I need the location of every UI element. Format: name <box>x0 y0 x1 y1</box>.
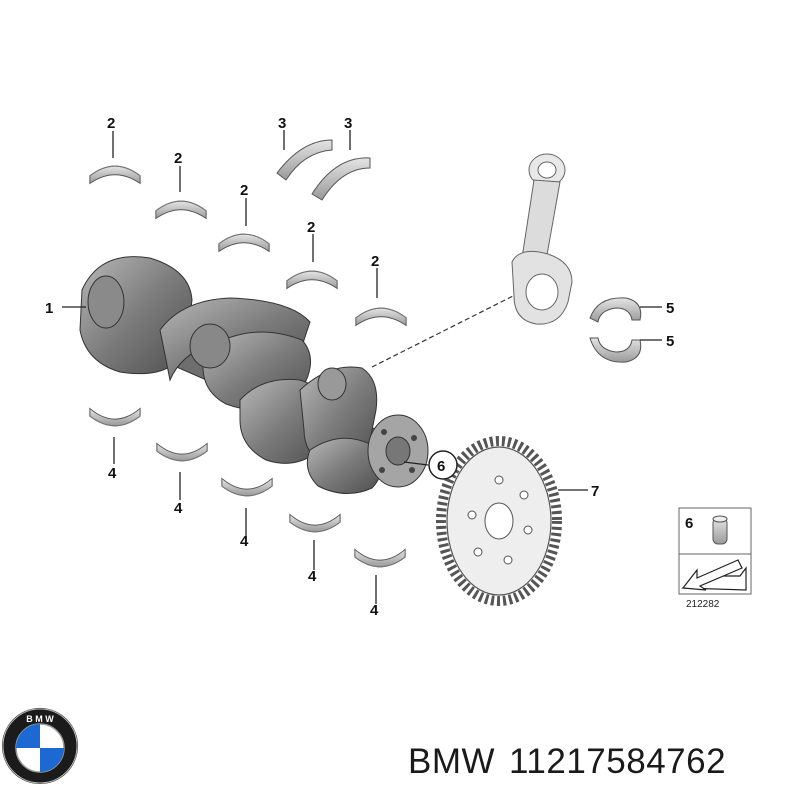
svg-text:B M W: B M W <box>26 714 54 724</box>
leader-lines <box>62 130 662 604</box>
callout-5: 5 <box>666 333 674 350</box>
callout-4: 4 <box>308 568 317 585</box>
inset-ref-code: 212282 <box>686 599 720 610</box>
inset-legend: 6 212282 <box>678 507 752 610</box>
alignment-line <box>371 295 514 368</box>
callout-3: 3 <box>278 115 286 132</box>
brand-name: BMW <box>408 742 496 781</box>
crankshaft <box>79 256 429 494</box>
dowel-pin-icon <box>712 515 728 545</box>
connecting-rod <box>511 153 573 325</box>
callout-6-circled: 6 <box>428 450 458 480</box>
direction-arrow-icon <box>681 559 747 591</box>
callout-7: 7 <box>591 483 599 500</box>
callout-labels: 1 2 2 2 2 2 3 3 4 4 4 4 4 5 5 7 <box>45 115 674 619</box>
footer-caption: BMW 11217584762 <box>408 742 740 782</box>
callout-2: 2 <box>371 253 379 270</box>
callout-4: 4 <box>108 465 117 482</box>
callout-2: 2 <box>240 182 248 199</box>
inset-label: 6 <box>685 515 693 532</box>
rod-bearing-shells <box>589 297 642 363</box>
thrust-washer <box>276 139 371 201</box>
callout-1: 1 <box>45 300 53 317</box>
callout-4: 4 <box>174 500 183 517</box>
callout-2: 2 <box>174 150 182 167</box>
callout-5: 5 <box>666 300 674 317</box>
part-number: 11217584762 <box>509 742 727 781</box>
callout-3: 3 <box>344 115 352 132</box>
callout-6: 6 <box>437 458 445 475</box>
callout-4: 4 <box>240 533 249 550</box>
bmw-logo-icon: B M W <box>2 708 78 784</box>
callout-2: 2 <box>307 219 315 236</box>
callout-2: 2 <box>107 115 115 132</box>
trigger-wheel <box>436 436 562 606</box>
callout-4: 4 <box>370 602 379 619</box>
